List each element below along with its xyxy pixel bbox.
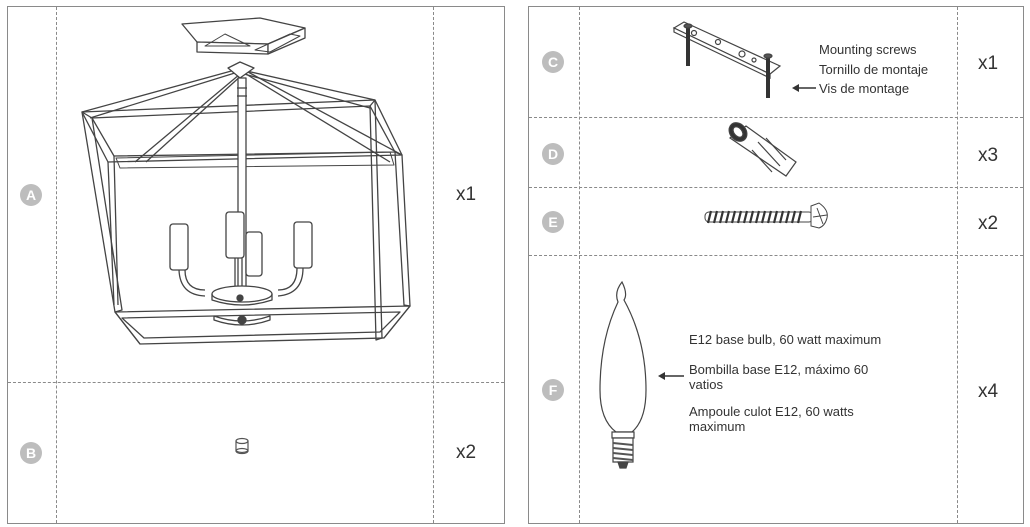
screw-icon (704, 202, 828, 229)
part-f-label-es: Bombilla base E12, máximo 60 vatios (689, 362, 869, 392)
part-c-label-en: Mounting screws (819, 42, 917, 57)
row-divider-c-d (529, 117, 1023, 118)
part-a-quantity: x1 (456, 184, 477, 205)
cap-nut-icon (235, 437, 249, 455)
part-f-label-fr: Ampoule culot E12, 60 watts maximum (689, 404, 854, 434)
part-c-badge: C (542, 51, 564, 73)
left-divider-1 (56, 7, 57, 523)
right-parts-panel (528, 6, 1024, 524)
left-divider-2 (433, 7, 434, 523)
left-parts-panel (7, 6, 505, 524)
wire-nut-icon (728, 122, 797, 177)
right-divider-1 (579, 7, 580, 523)
part-c-label-es: Tornillo de montaje (819, 62, 929, 77)
part-f-badge: F (542, 379, 564, 401)
arrow-left-icon (792, 84, 816, 92)
part-c-label-fr: Vis de montage (819, 81, 910, 96)
row-divider-e-f (529, 255, 1023, 256)
part-f-label-en: E12 base bulb, 60 watt maximum (689, 332, 882, 347)
part-b-quantity: x2 (456, 442, 477, 463)
candle-bulb-icon (599, 280, 647, 469)
arrow-left-icon (658, 372, 684, 380)
part-f-quantity: x4 (978, 381, 999, 402)
part-c-quantity: x1 (978, 53, 999, 74)
part-b-badge: B (20, 442, 42, 464)
mounting-bracket-icon (672, 21, 782, 98)
row-divider-a-b (8, 382, 504, 383)
row-divider-d-e (529, 187, 1023, 188)
part-e-badge: E (542, 211, 564, 233)
part-e-quantity: x2 (978, 213, 999, 234)
right-divider-2 (957, 7, 958, 523)
part-a-badge: A (20, 184, 42, 206)
part-d-badge: D (542, 143, 564, 165)
part-d-quantity: x3 (978, 145, 999, 166)
